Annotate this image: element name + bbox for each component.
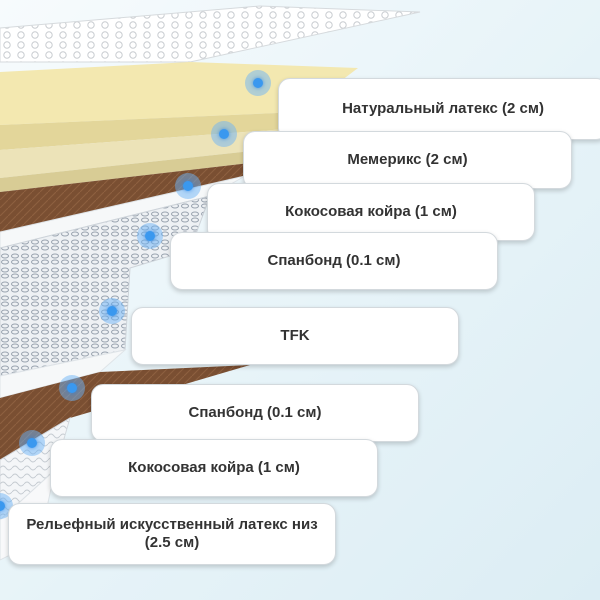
marker-spunbond-top[interactable] <box>137 223 163 249</box>
quilted-cover-layer <box>0 5 421 63</box>
marker-memorix[interactable] <box>211 121 237 147</box>
label-spunbond-bottom: Спанбонд (0.1 см) <box>91 384 419 442</box>
label-coir-top: Кокосовая койра (1 см) <box>207 183 535 241</box>
marker-spunbond-bottom[interactable] <box>59 375 85 401</box>
label-natural-latex: Натуральный латекс (2 см) <box>278 78 600 140</box>
label-relief-latex: Рельефный искусственный латекс низ (2.5 … <box>8 503 336 565</box>
marker-coir-bottom[interactable] <box>19 430 45 456</box>
label-spunbond-top: Спанбонд (0.1 см) <box>170 232 498 290</box>
coir-top-layer <box>0 160 275 232</box>
marker-tfk[interactable] <box>99 298 125 324</box>
label-tfk: TFK <box>131 307 459 365</box>
marker-natural-latex[interactable] <box>245 70 271 96</box>
memory-foam-layer-side <box>0 148 280 192</box>
label-memorix: Мемерикс (2 см) <box>243 131 572 189</box>
label-coir-bottom: Кокосовая койра (1 см) <box>50 439 378 497</box>
marker-coir-top[interactable] <box>175 173 201 199</box>
